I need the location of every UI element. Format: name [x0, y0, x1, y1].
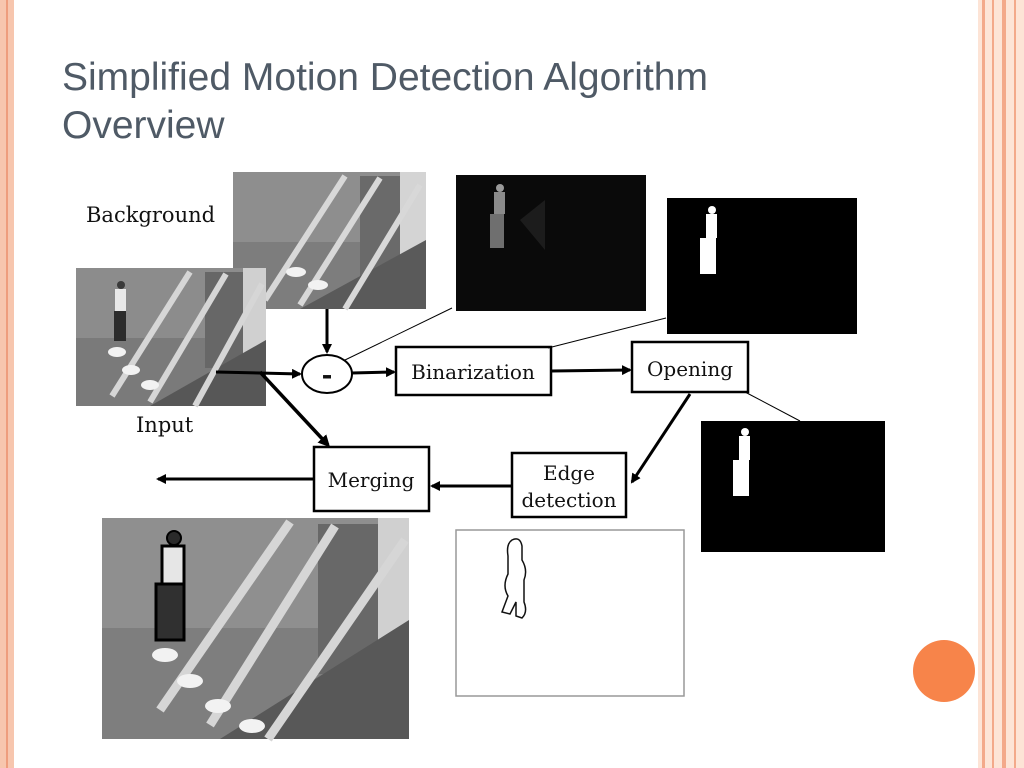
result-image	[102, 518, 409, 742]
input-label: Input	[136, 413, 194, 437]
binarized-image	[667, 198, 857, 334]
background-image	[233, 172, 426, 311]
opened-image	[701, 421, 885, 552]
flow-arrows	[156, 307, 801, 491]
edge-image	[455, 529, 685, 697]
title-line-1: Simplified Motion Detection Algorithm	[62, 56, 708, 99]
subtract-node: -	[301, 354, 353, 394]
slide-title: Simplified Motion Detection Algorithm Ov…	[62, 54, 922, 150]
arrow-subtract-to-binarization	[351, 367, 396, 378]
left-frame-line	[6, 0, 8, 768]
input-image	[76, 268, 266, 408]
arrow-binarization-to-opening	[550, 365, 632, 376]
subtract-label: -	[322, 361, 333, 391]
background-label: Background	[86, 203, 215, 227]
merging-label: Merging	[328, 468, 415, 492]
connector-binarization-to-binary	[547, 317, 667, 349]
difference-image	[456, 175, 646, 311]
arrow-opening-to-edge	[630, 393, 692, 484]
binarization-label: Binarization	[411, 360, 535, 384]
connector-subtract-to-difference	[344, 307, 453, 361]
connector-opening-to-opened	[744, 391, 801, 422]
edge-label-line-2: detection	[521, 488, 616, 512]
opening-label: Opening	[647, 357, 733, 381]
edge-label-line-1: Edge	[543, 461, 595, 485]
right-frame-border	[978, 0, 1024, 768]
title-line-2: Overview	[62, 104, 225, 147]
opening-box: Opening	[630, 340, 750, 394]
arrow-input-to-merging	[258, 370, 331, 448]
arrow-input-to-subtract	[215, 368, 302, 379]
binarization-box: Binarization	[394, 345, 553, 397]
merging-box: Merging	[312, 445, 431, 513]
accent-circle	[913, 640, 975, 702]
edge-detection-box: Edge detection	[510, 451, 628, 519]
